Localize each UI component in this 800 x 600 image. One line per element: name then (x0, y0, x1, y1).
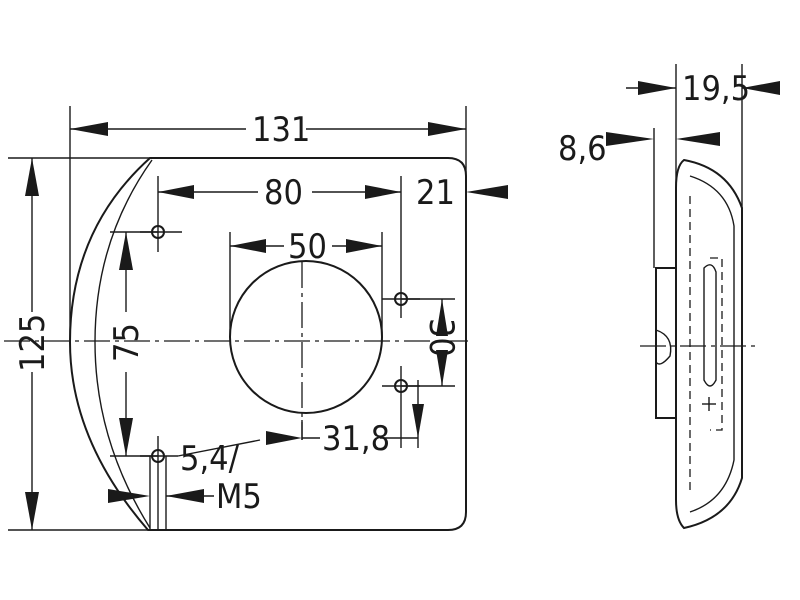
dim-center-to-right-holes: 31,8 (322, 419, 390, 459)
dim-total-depth: 19,5 (682, 69, 750, 109)
dim-edge-offset-right: 21 (416, 173, 455, 213)
center-lens-circle (229, 260, 383, 414)
dim-right-hole-spacing: 30 (421, 318, 461, 357)
dim-overall-height: 125 (13, 314, 53, 372)
side-inner-profile (689, 175, 735, 513)
dim-hole-spacing-vertical: 75 (107, 323, 147, 362)
dim-hole-spacing-horizontal: 80 (264, 173, 303, 213)
dim-base-depth: 8,6 (558, 129, 607, 169)
dim-overall-width: 131 (252, 110, 310, 150)
side-view: 19,5 8,6 (558, 64, 780, 530)
side-bulb-shape (703, 264, 717, 387)
side-dashed-lens (710, 257, 723, 431)
dim-hole-size-line1: 5,4/ (180, 439, 240, 479)
front-view: 131 125 80 21 50 75 30 31,8 5,4/ M5 (4, 106, 508, 531)
front-arrowheads (25, 122, 508, 530)
dim-hole-size-line2: M5 (216, 477, 262, 517)
housing-inner-arc (94, 159, 153, 529)
side-cable-curve (655, 329, 672, 365)
dim-center-hole-diameter: 50 (288, 227, 327, 267)
side-arrowheads (606, 81, 780, 146)
side-base-plate (655, 267, 677, 419)
